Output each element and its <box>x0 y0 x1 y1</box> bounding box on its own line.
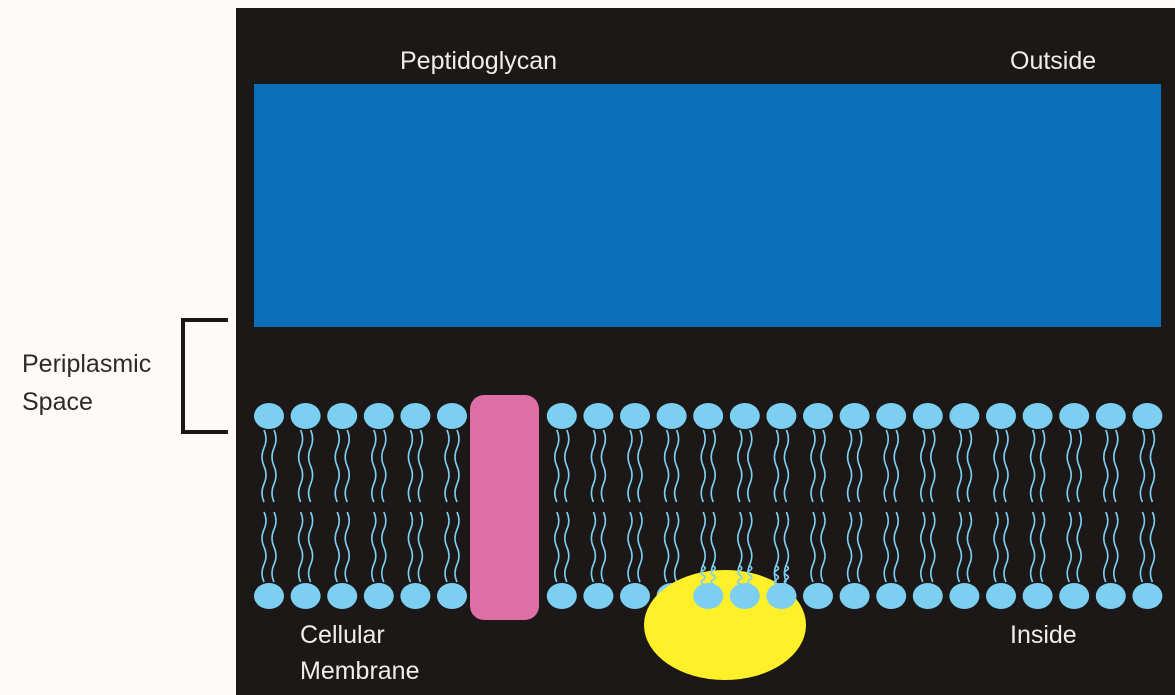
inside-label: Inside <box>1010 619 1077 651</box>
lipid-head <box>1096 583 1126 609</box>
lipid-head <box>327 583 357 609</box>
lipid-head <box>1096 403 1126 429</box>
lipid-head <box>876 583 906 609</box>
periplasmic-space-label-line1: Periplasmic <box>22 348 151 380</box>
lipid-head <box>620 403 650 429</box>
lipid-head <box>400 403 430 429</box>
lipid-head <box>766 583 796 609</box>
lipid-head <box>657 403 687 429</box>
lipid-head <box>254 403 284 429</box>
lipid-head <box>693 403 723 429</box>
lipid-head <box>949 583 979 609</box>
lipid-head <box>876 403 906 429</box>
lipid-head <box>949 403 979 429</box>
lipid-head <box>547 403 577 429</box>
lipid-head <box>803 583 833 609</box>
lipid-head <box>1059 403 1089 429</box>
lipid-head <box>1023 583 1053 609</box>
lipid-head <box>803 403 833 429</box>
periplasmic-space-bracket <box>183 320 228 432</box>
lipid-head <box>291 403 321 429</box>
lipid-head <box>400 583 430 609</box>
lipid-head <box>1132 583 1162 609</box>
lipid-head <box>583 583 613 609</box>
lipid-head <box>583 403 613 429</box>
lipid-head <box>364 583 394 609</box>
lipid-head <box>1132 403 1162 429</box>
lipid-head <box>730 403 760 429</box>
lipid-head <box>766 403 796 429</box>
cellular-membrane-label-line1: Cellular <box>300 619 385 651</box>
lipid-head <box>840 583 870 609</box>
lipid-head <box>327 403 357 429</box>
lipid-head <box>913 403 943 429</box>
lipid-head <box>913 583 943 609</box>
lipid-head <box>254 583 284 609</box>
lipid-head <box>1023 403 1053 429</box>
lipid-head <box>364 403 394 429</box>
lipid-head <box>986 583 1016 609</box>
lipid-head <box>730 583 760 609</box>
peptidoglycan-label: Peptidoglycan <box>400 45 557 77</box>
transmembrane-protein <box>470 395 539 620</box>
lipid-head <box>547 583 577 609</box>
periplasmic-space-label-line2: Space <box>22 386 93 418</box>
lipid-head <box>1059 583 1089 609</box>
cellular-membrane-label-line2: Membrane <box>300 655 420 687</box>
lipid-head <box>693 583 723 609</box>
lipid-head <box>620 583 650 609</box>
outside-label: Outside <box>1010 45 1096 77</box>
lipid-head <box>437 583 467 609</box>
lipid-head <box>986 403 1016 429</box>
lipid-head <box>291 583 321 609</box>
lipid-head <box>437 403 467 429</box>
peptidoglycan-layer <box>254 84 1161 327</box>
lipid-head <box>840 403 870 429</box>
